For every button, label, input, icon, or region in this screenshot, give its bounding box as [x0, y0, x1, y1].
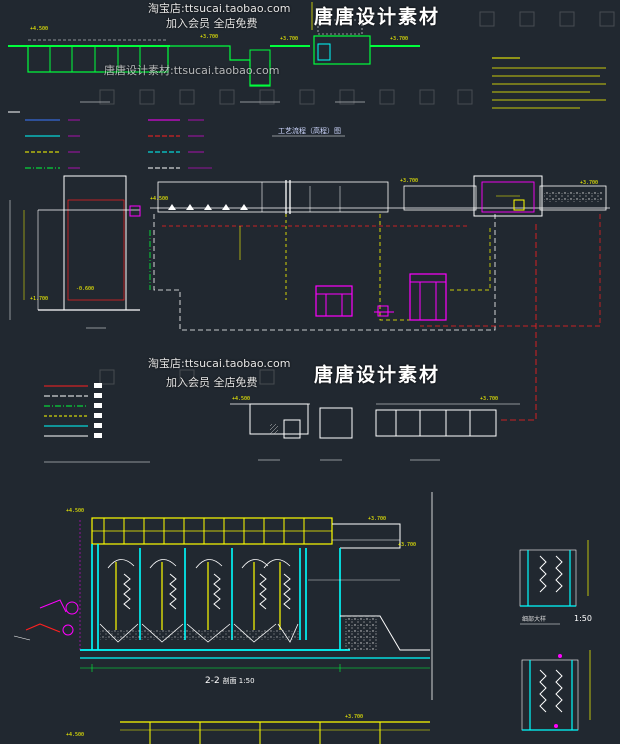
svg-text:+3.700: +3.700 [390, 36, 408, 42]
design-notes [492, 57, 606, 109]
watermark-shop-prefix: 淘宝店: [148, 2, 185, 15]
svg-text:+4.500: +4.500 [66, 508, 84, 514]
aeration-diffusers [168, 204, 248, 210]
watermark-member-top: 加入会员 全店免费 [166, 17, 258, 30]
watermark-box-row [99, 11, 615, 385]
watermark-shop-top: 淘宝店:ttsucai.taobao.com [148, 0, 290, 16]
watermark-faint-url: ttsucai.taobao.com [173, 64, 280, 77]
detail-drawing [519, 540, 591, 731]
svg-text:+3.700: +3.700 [400, 178, 418, 184]
section-2-2: +4.500 +3.700 +3.700 [13, 492, 433, 700]
bottom-partial-section: +4.500 +3.700 [66, 714, 430, 744]
svg-text:+1.700: +1.700 [30, 296, 48, 302]
watermark-faint: 唐唐设计素材:ttsucai.taobao.com [104, 62, 279, 78]
watermark-member-middle: 加入会员 全店免费 [166, 376, 258, 389]
svg-text:+4.500: +4.500 [30, 26, 48, 32]
left-tower-section: +1.700 -0.600 [9, 175, 141, 329]
svg-text:+4.500: +4.500 [66, 732, 84, 738]
section-2-2-label: 2-2 剖面 1:50 [205, 676, 255, 686]
section-2-2-scale: 剖面 1:50 [222, 677, 255, 685]
svg-text:+3.700: +3.700 [200, 34, 218, 40]
flow-arrows [107, 559, 291, 569]
svg-text:+4.500: +4.500 [150, 196, 168, 202]
top-profile-section: +4.500 +3.700 +3.700 +3.700 [8, 2, 420, 103]
process-piping [149, 214, 601, 421]
watermark-shop-middle: 淘宝店:ttsucai.taobao.com [148, 355, 290, 371]
watermark-brand-middle: 唐唐设计素材 [314, 364, 441, 386]
svg-text:-0.600: -0.600 [76, 286, 94, 292]
svg-text:+3.700: +3.700 [580, 180, 598, 186]
pipe-legend-top [8, 111, 212, 169]
svg-text:+3.700: +3.700 [280, 36, 298, 42]
svg-text:+3.700: +3.700 [398, 542, 416, 548]
watermark-shop-url-2: ttsucai.taobao.com [184, 357, 291, 370]
watermark-shop-url: ttsucai.taobao.com [184, 2, 291, 15]
watermark-shop-prefix-2: 淘宝店: [148, 357, 185, 370]
pipe-legend-middle [44, 383, 150, 463]
svg-text:+4.500: +4.500 [232, 396, 250, 402]
mid-row-sections: +4.500 +3.700 [230, 396, 520, 461]
svg-text:+3.700: +3.700 [368, 516, 386, 522]
watermark-brand-top: 唐唐设计素材 [314, 6, 441, 28]
watermark-faint-brand: 唐唐设计素材: [104, 64, 174, 77]
magenta-pump-stations [315, 273, 447, 321]
filter-media-zigzag [123, 573, 291, 610]
detail-scale: 1:50 [574, 614, 592, 623]
section-2-2-number: 2-2 [205, 676, 220, 686]
detail-title: 细部大样 [522, 616, 547, 623]
svg-text:+3.700: +3.700 [345, 714, 363, 720]
flow-diagram-title: 工艺流程（高程）图 [278, 127, 341, 135]
svg-text:+3.700: +3.700 [480, 396, 498, 402]
process-flow-profile: +4.500 +3.700 +3.700 [150, 135, 610, 217]
